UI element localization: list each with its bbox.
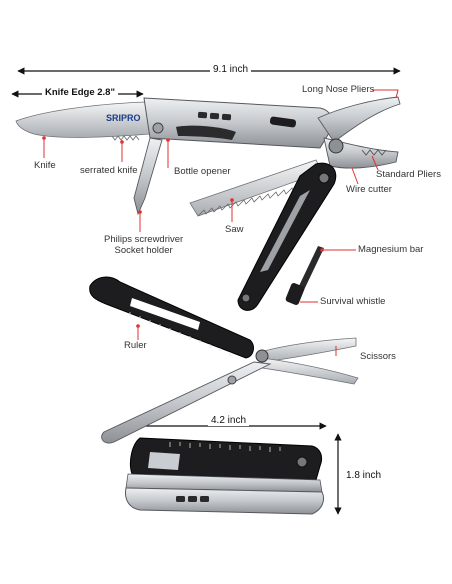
ruler-ticks — [129, 312, 231, 356]
handle-cutout — [260, 190, 310, 272]
closed-slot-3 — [200, 496, 209, 502]
label-saw: Saw — [225, 224, 244, 235]
label-standard-pliers: Standard Pliers — [376, 169, 441, 180]
tool-body-frame — [143, 97, 333, 149]
overall-length-label: 9.1 inch — [210, 64, 252, 75]
handle-screw-bottom — [241, 293, 251, 303]
label-magnesium-bar: Magnesium bar — [358, 244, 424, 255]
knife-edge-label: Knife Edge 2.8" — [42, 87, 118, 98]
closed-screw — [296, 456, 308, 468]
label-philips-screwdriver: Philips screwdriver Socket holder — [104, 234, 183, 256]
survival-whistle — [285, 283, 305, 305]
leader-standard-pliers — [371, 155, 379, 171]
bottle-opener-cutout — [176, 125, 236, 140]
closed-tool-steel-bottom — [125, 487, 325, 515]
scissors-lower-blade — [261, 357, 359, 385]
scissors-pivot — [255, 349, 269, 363]
label-long-nose-pliers: Long Nose Pliers — [302, 84, 375, 95]
label-knife: Knife — [34, 160, 56, 171]
label-wire-cutter: Wire cutter — [346, 184, 392, 195]
plier-teeth — [361, 149, 387, 156]
callout-dots — [42, 136, 324, 328]
philips-screwdriver — [133, 137, 163, 216]
closed-length-label: 4.2 inch — [208, 415, 250, 426]
pliers-pivot — [328, 138, 344, 154]
long-nose-pliers-jaw-upper — [317, 96, 401, 143]
closed-ruler-ticks — [169, 442, 281, 452]
steel-handle-arm — [101, 361, 272, 444]
label-philips-line2: Socket holder — [114, 245, 173, 256]
brand-logo: SRIPRO — [106, 113, 141, 123]
closed-slot-2 — [188, 496, 197, 502]
leader-wire-cutter — [351, 167, 359, 185]
scissors-upper-blade — [259, 337, 357, 363]
arm-screw — [227, 375, 237, 385]
label-survival-whistle: Survival whistle — [320, 296, 386, 307]
ruler-cutout — [130, 298, 200, 330]
label-serrated-knife: serrated knife — [80, 165, 138, 176]
closed-cutout — [148, 452, 180, 470]
closed-slot-1 — [176, 496, 185, 502]
label-scissors: Scissors — [360, 351, 396, 362]
leader-long-nose-pliers — [372, 89, 399, 99]
serrated-edge — [111, 135, 140, 141]
body-slot-1 — [197, 111, 208, 119]
label-ruler: Ruler — [124, 340, 147, 351]
saw-teeth — [197, 185, 301, 217]
body-black-insert — [269, 116, 297, 128]
black-handle — [237, 162, 337, 311]
label-philips-line1: Philips screwdriver — [104, 234, 184, 245]
handle-screw-top — [318, 172, 330, 184]
magnesium-bar — [298, 246, 324, 290]
callout-leaders — [43, 89, 399, 356]
body-slot-2 — [209, 112, 220, 120]
closed-height-label: 1.8 inch — [346, 470, 382, 481]
pivot-screw — [152, 122, 164, 134]
body-slot-3 — [221, 113, 232, 121]
closed-tool-black-top — [129, 437, 323, 481]
knife-blade — [15, 101, 151, 138]
label-bottle-opener: Bottle opener — [174, 166, 231, 177]
